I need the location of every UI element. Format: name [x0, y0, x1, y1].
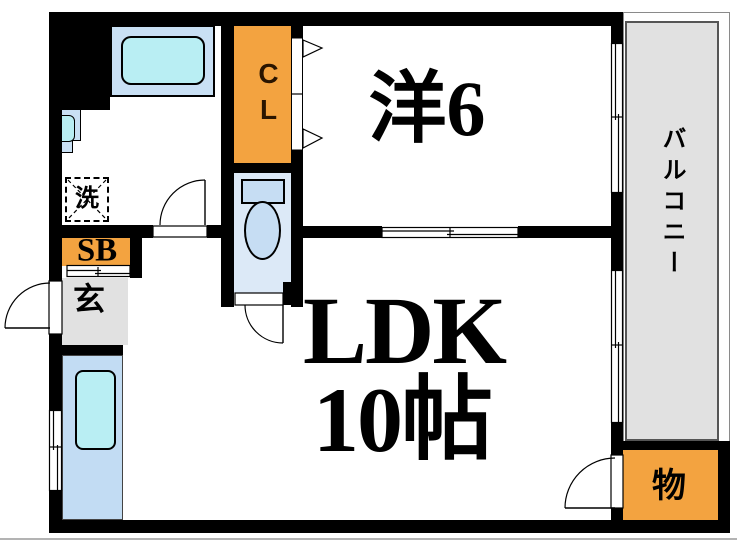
entrance-floor	[62, 278, 128, 345]
label-ldk: LDK	[302, 277, 507, 384]
toilet-bowl	[244, 201, 281, 260]
wall-washroom-right	[221, 12, 234, 307]
window-ldk	[610, 269, 624, 424]
window-west-room	[610, 42, 624, 194]
wall-top	[49, 12, 623, 26]
label-western-room: 洋6	[368, 65, 486, 152]
window-kitchen	[48, 409, 63, 492]
washbasin-notch	[72, 140, 81, 153]
balcony-floor	[625, 21, 719, 441]
wall-entrance-bottom	[49, 345, 123, 355]
wall-right-3	[611, 423, 623, 455]
washroom-door	[152, 179, 208, 238]
label-balcony: バルコニー	[658, 126, 684, 281]
wall-storage-top	[611, 441, 730, 450]
label-closet: CL	[253, 58, 284, 130]
label-shoe-box: SB	[76, 232, 118, 269]
toilet-door	[234, 292, 284, 344]
storage-door	[564, 454, 624, 509]
wall-west-room-ldk-right	[518, 226, 611, 238]
wall-toilet-door-jamb	[283, 282, 303, 305]
bathtub-inner	[121, 36, 205, 85]
wall-west-room-ldk-left	[303, 226, 382, 238]
slider-west-room-ldk	[381, 226, 519, 239]
wall-right-4	[611, 508, 623, 533]
wall-washroom-bottom-left	[62, 225, 153, 238]
closet-folding-doors	[291, 37, 324, 151]
wall-closet-toilet-divider	[221, 163, 303, 173]
storage-room-floor	[623, 448, 718, 520]
wall-corner-column	[49, 12, 110, 110]
label-ldk-size: 10帖	[312, 369, 493, 471]
label-storage: 物	[652, 468, 686, 505]
wall-closet-right-bottom	[291, 150, 303, 307]
wall-closet-right-top	[291, 12, 303, 38]
shoe-box	[62, 236, 130, 266]
wall-shoebox-right	[130, 237, 142, 278]
label-washer: 洗	[75, 186, 99, 212]
entrance-door	[4, 280, 63, 335]
kitchen-sink	[75, 370, 116, 450]
wall-storage-right	[718, 441, 730, 533]
label-entrance: 玄	[72, 281, 106, 317]
wall-right-2	[611, 193, 623, 270]
wall-washroom-bottom-right	[207, 225, 221, 238]
closet-floor	[233, 26, 291, 163]
wall-right-1	[611, 12, 623, 43]
wall-bottom	[49, 520, 730, 533]
